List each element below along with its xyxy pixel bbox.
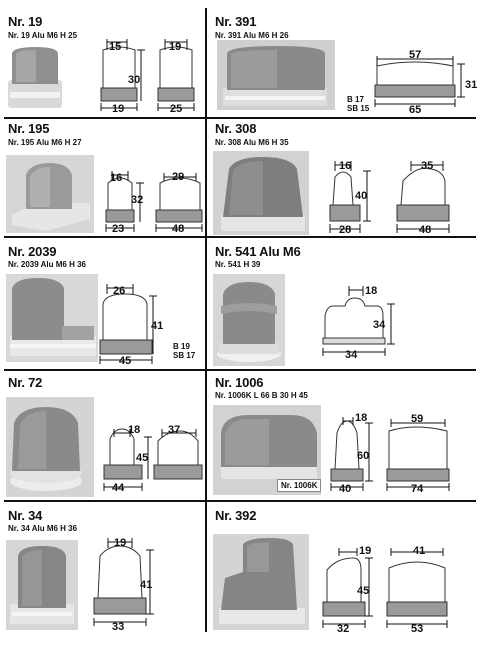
product-title: Nr. 19: [8, 14, 43, 29]
dim-label: 15: [109, 41, 121, 53]
horizontal-divider: [4, 117, 476, 119]
dim-label: 41: [151, 320, 163, 332]
product-photo: [6, 155, 94, 233]
product-subtitle: Nr. 2039 Alu M6 H 36: [8, 260, 86, 269]
product-photo: [6, 274, 98, 362]
product-title: Nr. 2039: [8, 244, 57, 259]
dim-label: 32: [337, 623, 349, 632]
product-cell-34: Nr. 34 Nr. 34 Alu M6 H 36 19 41 33: [0, 502, 205, 632]
dimension-drawing: 26 41 45 B 19 SB 17: [99, 284, 196, 367]
product-photo: [6, 397, 94, 497]
product-subtitle: Nr. 308 Alu M6 H 35: [215, 138, 289, 147]
dimension-drawing: 18 45 44 37: [103, 424, 203, 494]
product-subtitle: Nr. 34 Alu M6 H 36: [8, 524, 78, 533]
product-subtitle: Nr. 541 H 39: [215, 260, 261, 269]
dim-label: 65: [409, 104, 421, 116]
dim-label: 53: [411, 623, 423, 632]
product-title: Nr. 34: [8, 508, 43, 523]
product-title: Nr. 392: [215, 508, 257, 523]
dimension-drawing: 16 32 23 29 48: [105, 171, 203, 235]
note-label: SB 17: [173, 351, 196, 360]
product-title: Nr. 72: [8, 375, 43, 390]
dim-label: 45: [357, 585, 369, 597]
note-label: SB 15: [347, 104, 370, 113]
dim-label: 41: [413, 545, 425, 557]
dimension-drawing: 18 60 40 59 74: [330, 412, 450, 495]
dimension-drawing: 15 30 19 19 25: [100, 39, 195, 113]
dim-label: 18: [355, 412, 367, 424]
dim-label: 25: [170, 103, 182, 113]
dim-label: 40: [339, 483, 351, 495]
product-cell-391: Nr. 391 Nr. 391 Alu M6 H 26 57 31 65 B 1…: [207, 0, 480, 117]
horizontal-divider: [4, 369, 476, 371]
dim-label: 19: [359, 545, 371, 557]
dim-label: 34: [345, 349, 358, 361]
model-badge: Nr. 1006K: [277, 479, 322, 492]
dim-label: 30: [128, 74, 140, 86]
product-photo: [6, 540, 78, 630]
product-cell-19: Nr. 19 Nr. 19 Alu M6 H 25 15 30 19 19 25: [0, 0, 205, 117]
dim-label: 19: [169, 41, 181, 53]
note-label: B 17: [347, 95, 364, 104]
dim-label: 45: [136, 452, 148, 464]
vertical-divider: [205, 8, 207, 632]
product-photo: [217, 40, 335, 110]
product-cell-72: Nr. 72 18 45 44 37: [0, 371, 205, 500]
product-cell-2039: Nr. 2039 Nr. 2039 Alu M6 H 36 26 41 45 B…: [0, 238, 205, 369]
dim-label: 37: [168, 424, 180, 436]
product-title: Nr. 391: [215, 14, 257, 29]
product-cell-541: Nr. 541 Alu M6 Nr. 541 H 39 18 34 34: [207, 238, 480, 369]
dimension-drawing: 16 40 28 35 48: [329, 160, 450, 235]
dim-label: 18: [128, 424, 140, 436]
dim-label: 44: [112, 482, 125, 494]
dim-label: 18: [365, 285, 377, 297]
dimension-drawing: 19 45 32 41 53: [322, 545, 448, 632]
dim-label: 35: [421, 160, 433, 172]
dim-label: 48: [419, 224, 431, 235]
note-label: B 19: [173, 342, 190, 351]
dim-label: 45: [119, 355, 131, 367]
dim-label: 32: [131, 194, 143, 206]
product-cell-1006: Nr. 1006 Nr. 1006K L 66 B 30 H 45 Nr. 10…: [207, 371, 480, 500]
dimension-drawing: 18 34 34: [322, 285, 395, 361]
product-cell-195: Nr. 195 Nr. 195 Alu M6 H 27 16 32 23 29 …: [0, 119, 205, 236]
product-photo: [213, 151, 309, 235]
product-title: Nr. 195: [8, 121, 50, 136]
dim-label: 16: [110, 172, 122, 184]
dim-label: 23: [112, 223, 124, 235]
dim-label: 16: [339, 160, 351, 172]
product-photo: [8, 47, 62, 108]
dim-label: 34: [373, 319, 386, 331]
product-subtitle: Nr. 391 Alu M6 H 26: [215, 31, 289, 40]
product-title: Nr. 541 Alu M6: [215, 244, 301, 259]
dim-label: 57: [409, 49, 421, 61]
product-title: Nr. 308: [215, 121, 257, 136]
product-photo: [213, 534, 309, 630]
horizontal-divider: [4, 500, 476, 502]
dim-label: 26: [113, 285, 125, 297]
dimension-drawing: 57 31 65 B 17 SB 15: [347, 49, 477, 116]
product-cell-308: Nr. 308 Nr. 308 Alu M6 H 35 16 40 28 35 …: [207, 119, 480, 236]
product-photo: [213, 274, 285, 366]
product-title: Nr. 1006: [215, 375, 264, 390]
product-cell-392: Nr. 392 19 45 32 41 53: [207, 502, 480, 632]
dim-label: 19: [112, 103, 124, 113]
dim-label: 33: [112, 621, 124, 632]
dim-label: 19: [114, 537, 126, 549]
dim-label: 48: [172, 223, 184, 235]
dim-label: 59: [411, 413, 423, 425]
dim-label: 29: [172, 171, 184, 183]
dim-label: 41: [140, 579, 152, 591]
product-photo: [213, 405, 321, 495]
dim-label: 60: [357, 450, 369, 462]
horizontal-divider: [4, 236, 476, 238]
dim-label: 74: [411, 483, 424, 495]
product-subtitle: Nr. 19 Alu M6 H 25: [8, 31, 78, 40]
dimension-drawing: 19 41 33: [93, 537, 154, 632]
dim-label: 40: [355, 190, 367, 202]
dim-label: 28: [339, 224, 351, 235]
dim-label: 31: [465, 79, 477, 91]
product-subtitle: Nr. 195 Alu M6 H 27: [8, 138, 82, 147]
product-subtitle: Nr. 1006K L 66 B 30 H 45: [215, 391, 308, 400]
